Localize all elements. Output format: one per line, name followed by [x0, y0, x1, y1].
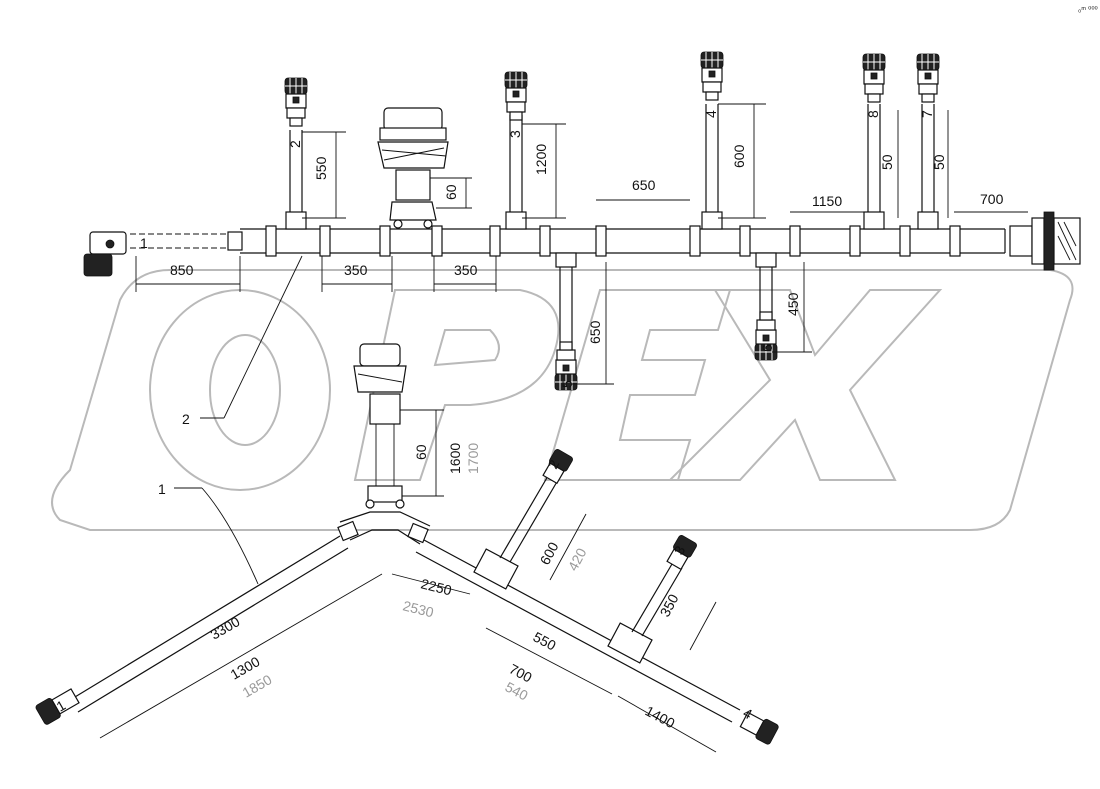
dim-550: 550: [313, 156, 329, 180]
dim-600: 600: [731, 144, 747, 168]
angle-connector-left: [83, 231, 127, 277]
callout-3: 3: [507, 130, 523, 138]
dim-lower-60: 60: [413, 444, 429, 460]
center-socket-upper: [377, 107, 449, 229]
branch-6: [754, 252, 778, 361]
dim-lower-1700: 1700: [465, 443, 481, 474]
dim-lower-550: 550: [531, 629, 559, 654]
dim-lower-3300: 3300: [208, 613, 243, 643]
branch-4: [700, 51, 724, 230]
lower-harness: 60 1600 1700 3300 1300 1850 2250 2530 60…: [35, 343, 779, 753]
branch-2: [284, 77, 308, 230]
dim-650-v: 650: [587, 320, 603, 344]
branch-5: [554, 252, 578, 391]
dim-450: 450: [785, 292, 801, 316]
callout-1: 1: [140, 235, 148, 251]
dim-350-b: 350: [454, 262, 478, 278]
callout-2: 2: [287, 140, 303, 148]
dim-60: 60: [443, 184, 459, 200]
dim-700: 700: [980, 191, 1004, 207]
opex-watermark: [51, 269, 1074, 531]
dim-50-b: 50: [931, 154, 947, 170]
dim-1150: 1150: [812, 193, 842, 209]
dim-lower-2250: 2250: [419, 575, 453, 598]
branch-3: [504, 71, 528, 230]
callout-4: 4: [703, 110, 719, 118]
part-2-label: 2: [182, 411, 190, 427]
center-socket-lower: [353, 343, 407, 509]
dim-lower-600: 600: [537, 539, 562, 567]
branch-7: [916, 53, 940, 230]
dim-350-a: 350: [344, 262, 368, 278]
callout-7: 7: [919, 110, 935, 118]
callout-8: 8: [865, 110, 881, 118]
dim-850: 850: [170, 262, 194, 278]
callout-6: 6: [759, 344, 775, 352]
dim-650-h: 650: [632, 177, 656, 193]
dim-lower-1600: 1600: [447, 443, 463, 474]
dim-1200: 1200: [533, 144, 549, 175]
right-socket: [1009, 211, 1081, 271]
part-1-label: 1: [158, 481, 166, 497]
dim-50-a: 50: [879, 154, 895, 170]
callout-5: 5: [559, 380, 575, 388]
upper-harness: 850 350 350 550 60 1200 600 650 1150 50 …: [83, 51, 1081, 427]
branch-8: [862, 53, 886, 230]
dim-lower-350: 350: [657, 591, 682, 619]
dim-lower-420: 420: [565, 545, 590, 573]
corner-mark: ₀ᵐ ⁰⁰⁰: [1078, 5, 1098, 14]
dim-lower-2530: 2530: [401, 597, 435, 620]
